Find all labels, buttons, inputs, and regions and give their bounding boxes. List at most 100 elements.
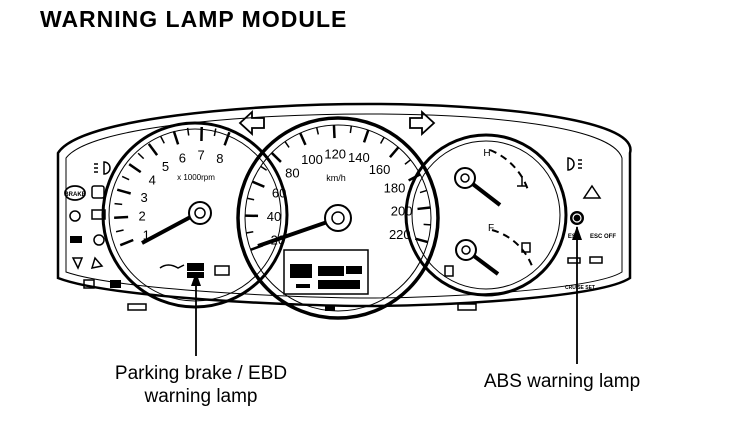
svg-text:BRAKE: BRAKE — [64, 192, 85, 198]
gauge-scale-label: 100 — [301, 152, 323, 167]
housing-clip — [325, 306, 335, 311]
esc-off-label: ESC OFF — [590, 234, 616, 240]
gauge-tick — [246, 197, 255, 201]
gauge-tick — [114, 202, 123, 206]
gauge-tick — [172, 130, 180, 145]
washer-fluid-icon — [83, 279, 95, 289]
gauge-tick — [349, 125, 353, 134]
gauge-tick — [417, 206, 431, 211]
gauge-scale-label: 200 — [391, 203, 413, 218]
housing-clip — [457, 303, 477, 311]
gauge-tick — [284, 141, 290, 148]
fuel-pump-icon — [444, 265, 454, 277]
parking-brake-callout-line2: warning lamp — [144, 386, 258, 407]
arrow-left-icon — [238, 109, 265, 137]
gauge-scale-label: 1 — [143, 227, 150, 242]
gauge-tick — [260, 165, 268, 171]
gauge-tick — [251, 180, 265, 188]
abs-warning-lamp — [570, 211, 584, 225]
gauge-scale-label: 6 — [179, 150, 186, 165]
fog-lamp-icon — [94, 161, 111, 175]
gauge-tick — [116, 188, 132, 195]
temp-fuel-bezel — [404, 133, 568, 297]
gauge-scale-label: 160 — [369, 162, 391, 177]
tachometer-unit: x 1000rpm — [177, 173, 215, 182]
page-title: WARNING LAMP MODULE — [40, 6, 348, 32]
temp-fuel-face — [411, 140, 561, 290]
gauge-scale-label: 180 — [384, 181, 406, 196]
tachometer-needle — [141, 211, 199, 245]
speedometer-needle — [257, 217, 337, 248]
gauge-tick — [419, 189, 428, 194]
abs-callout: ABS warning lamp — [483, 371, 641, 392]
temp-high-label: H — [483, 148, 490, 159]
gauge-tick — [114, 215, 129, 219]
gauge-scale-label: 80 — [285, 166, 299, 181]
gauge-tick — [404, 159, 411, 165]
speedometer-scale: 20406080100120140160180200220 — [267, 147, 413, 248]
gauge-scale-label: 60 — [272, 186, 286, 201]
abs-lamp-icon — [70, 236, 82, 243]
trunk-icon — [90, 256, 104, 269]
gauge-tick — [128, 163, 142, 174]
tachometer-ticks — [114, 126, 231, 247]
gauge-tick — [160, 136, 165, 144]
fuel-full-label: F — [488, 223, 494, 234]
speedometer-bezel — [236, 116, 440, 320]
brake-warning-icon — [64, 185, 86, 201]
door-open-icon — [71, 257, 84, 270]
abs-arrowhead — [572, 226, 582, 240]
gauge-tick — [223, 131, 231, 146]
gauge-scale-label: 40 — [267, 209, 281, 224]
gauge-scale-label: 5 — [162, 159, 169, 174]
tachometer-face — [108, 128, 282, 302]
gauge-tick — [186, 127, 190, 136]
gauge-tick — [213, 128, 217, 137]
gauge-tick — [147, 143, 159, 156]
housing-clip — [127, 303, 147, 311]
gauge-scale-label: 3 — [141, 190, 148, 205]
fuel-level-icon — [521, 242, 531, 253]
gauge-tick — [315, 127, 320, 135]
fuel-hub — [455, 239, 477, 261]
gauge-tick — [379, 136, 385, 144]
coolant-icon — [517, 176, 527, 187]
gauge-tick — [299, 132, 307, 146]
gauge-scale-label: 140 — [348, 150, 370, 165]
temp-scale — [489, 149, 529, 191]
tachometer-hub — [188, 201, 212, 225]
gauge-tick — [389, 146, 400, 158]
speedometer-ticks — [244, 125, 431, 251]
gauge-tick — [332, 125, 336, 139]
gauge-scale-label: 4 — [149, 173, 156, 188]
gauge-scale-label: 8 — [216, 151, 223, 166]
parking-brake-callout-line1: Parking brake / EBD — [114, 363, 288, 384]
parking-brake-callout: Parking brake / EBD warning lamp — [96, 362, 306, 408]
low-beam-icon — [567, 257, 581, 264]
oil-pressure-icon — [159, 264, 185, 269]
cruise-label: CRUISE SET — [565, 285, 595, 291]
gauge-tick — [119, 238, 134, 247]
gauge-scale-label: 2 — [138, 209, 145, 224]
odometer-display — [283, 249, 369, 295]
seatbelt-icon — [91, 185, 105, 199]
battery-icon — [214, 265, 230, 276]
gauge-tick — [414, 237, 429, 244]
gauge-tick — [270, 151, 282, 163]
tachometer-bezel — [101, 121, 289, 309]
temp-hub — [454, 167, 476, 189]
gauge-tick — [423, 223, 431, 226]
headlamp-icon — [567, 157, 582, 171]
cluster-housing — [56, 102, 632, 308]
speedometer-unit: km/h — [326, 173, 346, 183]
gauge-tick — [115, 229, 124, 233]
parking-brake-arrowhead — [191, 272, 201, 286]
gauge-tick — [362, 129, 370, 143]
arrow-right-icon — [409, 109, 436, 137]
speedometer-hub — [324, 204, 352, 232]
gauge-tick — [121, 175, 130, 181]
airbag-icon — [69, 210, 81, 222]
gauge-tick — [137, 152, 145, 160]
